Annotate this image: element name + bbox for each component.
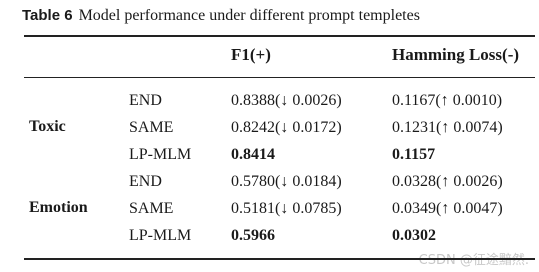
hamming-cell: 0.0302 <box>392 227 436 244</box>
template-cell: END <box>129 173 162 190</box>
hamming-cell: 0.1231(↑ 0.0074) <box>392 119 503 136</box>
top-rule <box>24 35 535 37</box>
f1-cell: 0.8242(↓ 0.0172) <box>231 119 342 136</box>
watermark: CSDN @征途黯然. <box>418 253 529 268</box>
f1-cell: 0.5181(↓ 0.0785) <box>231 200 342 217</box>
group-label-emotion: Emotion <box>29 199 88 216</box>
table-title: Model performance under different prompt… <box>78 7 420 24</box>
template-cell: LP-MLM <box>129 227 192 244</box>
template-cell: SAME <box>129 119 174 136</box>
table-caption: Table 6 Model performance under different… <box>22 7 420 25</box>
hamming-cell: 0.0328(↑ 0.0026) <box>392 173 503 190</box>
f1-cell: 0.5966 <box>231 227 275 244</box>
template-cell: SAME <box>129 200 174 217</box>
hamming-cell: 0.1167(↑ 0.0010) <box>392 92 503 109</box>
f1-cell: 0.5780(↓ 0.0184) <box>231 173 342 190</box>
f1-cell: 0.8388(↓ 0.0026) <box>231 92 342 109</box>
header-hamming-loss: Hamming Loss(-) <box>392 45 520 64</box>
group-label-toxic: Toxic <box>29 118 66 135</box>
template-cell: END <box>129 92 162 109</box>
f1-cell: 0.8414 <box>231 146 275 163</box>
template-cell: LP-MLM <box>129 146 192 163</box>
header-f1: F1(+) <box>231 45 271 64</box>
hamming-cell: 0.1157 <box>392 146 436 163</box>
table-number: Table 6 <box>22 7 73 24</box>
hamming-cell: 0.0349(↑ 0.0047) <box>392 200 503 217</box>
header-rule <box>24 77 535 78</box>
bottom-rule <box>24 258 535 260</box>
